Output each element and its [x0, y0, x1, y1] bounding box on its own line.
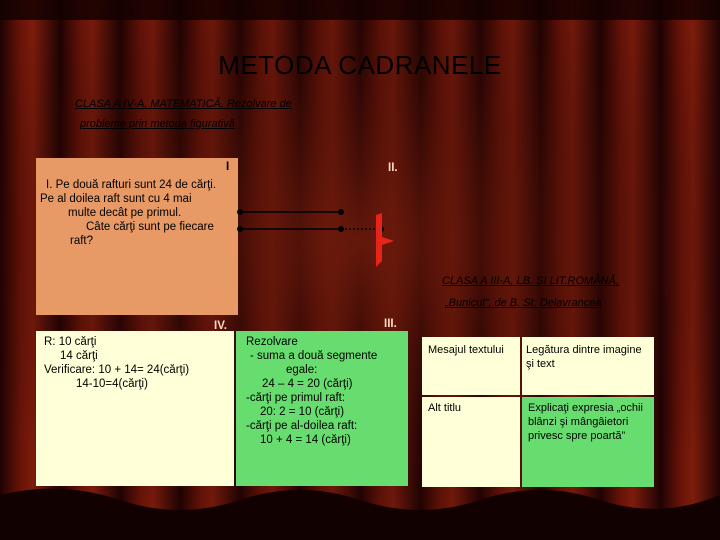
table-cell-explain: Explicaţi expresia „ochii blânzi şi mâng…	[522, 397, 654, 487]
problem-line-5: raft?	[70, 235, 94, 247]
brace-point	[382, 237, 394, 245]
solution-line-4: 24 – 4 = 20 (cărţi)	[262, 378, 353, 390]
romanian-class-line-1: CLASA A III-A, LB. ŞI LIT.ROMÂNĂ,	[442, 275, 619, 287]
solution-line-8: 10 + 4 = 14 (cărţi)	[260, 434, 351, 446]
solution-line-7: -cărţi pe al-doilea raft:	[246, 420, 358, 432]
problem-line-1: I. Pe două rafturi sunt 24 de cărţi.	[46, 179, 217, 191]
segment-diagram	[237, 209, 394, 267]
page-title: METODA CADRANELE	[218, 50, 502, 80]
problem-line-2: Pe al doilea raft sunt cu 4 mai	[40, 193, 192, 205]
segment-endpoint	[237, 226, 243, 232]
check-line-1: Verificare: 10 + 14= 24(cărţi)	[44, 364, 190, 376]
table-cell-link: Legătura dintre imagine şi text	[522, 337, 654, 395]
total-brace-shape	[376, 213, 382, 267]
solution-line-5: -cărţi pe primul raft:	[246, 392, 346, 404]
quadrant-4-panel: R: 10 cărţi 14 cărţi Verificare: 10 + 14…	[36, 331, 234, 486]
problem-line-4: Câte cărţi sunt pe fiecare	[86, 221, 214, 233]
solution-line-2: - suma a două segmente	[250, 350, 378, 362]
quadrant-4-numeral: IV.	[214, 320, 228, 332]
romanian-class-line-2: „Bunicul”, de B. St. Delavrancea	[445, 297, 602, 309]
segment-endpoint	[338, 226, 344, 232]
table-cell-link-text: Legătura dintre imagine şi text	[526, 344, 642, 370]
subtitle-line-2: probleme prin metoda figurativă	[80, 118, 235, 130]
solution-line-1: Rezolvare	[246, 336, 298, 348]
segment-endpoint	[237, 209, 243, 215]
table-cell-alt-title-text: Alt titlu	[428, 402, 462, 414]
table-cell-alt-title: Alt titlu	[422, 397, 520, 487]
quadrant-2-numeral: II.	[388, 162, 398, 174]
table-cell-message-text: Mesajul textului	[428, 344, 504, 356]
quadrant-3-numeral: III.	[384, 318, 397, 330]
quadrant-3-panel: Rezolvare - suma a două segmente egale: …	[236, 331, 408, 486]
segment-endpoint	[338, 209, 344, 215]
answer-line-1: R: 10 cărţi	[44, 336, 97, 348]
problem-line-3: multe decât pe primul.	[68, 207, 182, 219]
quadrant-1-panel: I I. Pe două rafturi sunt 24 de cărţi. P…	[36, 158, 238, 315]
solution-line-6: 20: 2 = 10 (cărţi)	[260, 406, 345, 418]
subtitle-line-1: CLASA A IV-A, MATEMATICĂ, Rezolvare de	[75, 98, 292, 110]
check-line-2: 14-10=4(cărţi)	[76, 378, 148, 390]
table-cell-explain-text: Explicaţi expresia „ochii blânzi şi mâng…	[528, 402, 643, 442]
quadrant-1-numeral: I	[226, 161, 230, 173]
table-cell-message: Mesajul textului	[422, 337, 520, 395]
solution-line-3: egale:	[286, 364, 318, 376]
answer-line-2: 14 cărţi	[60, 350, 98, 362]
